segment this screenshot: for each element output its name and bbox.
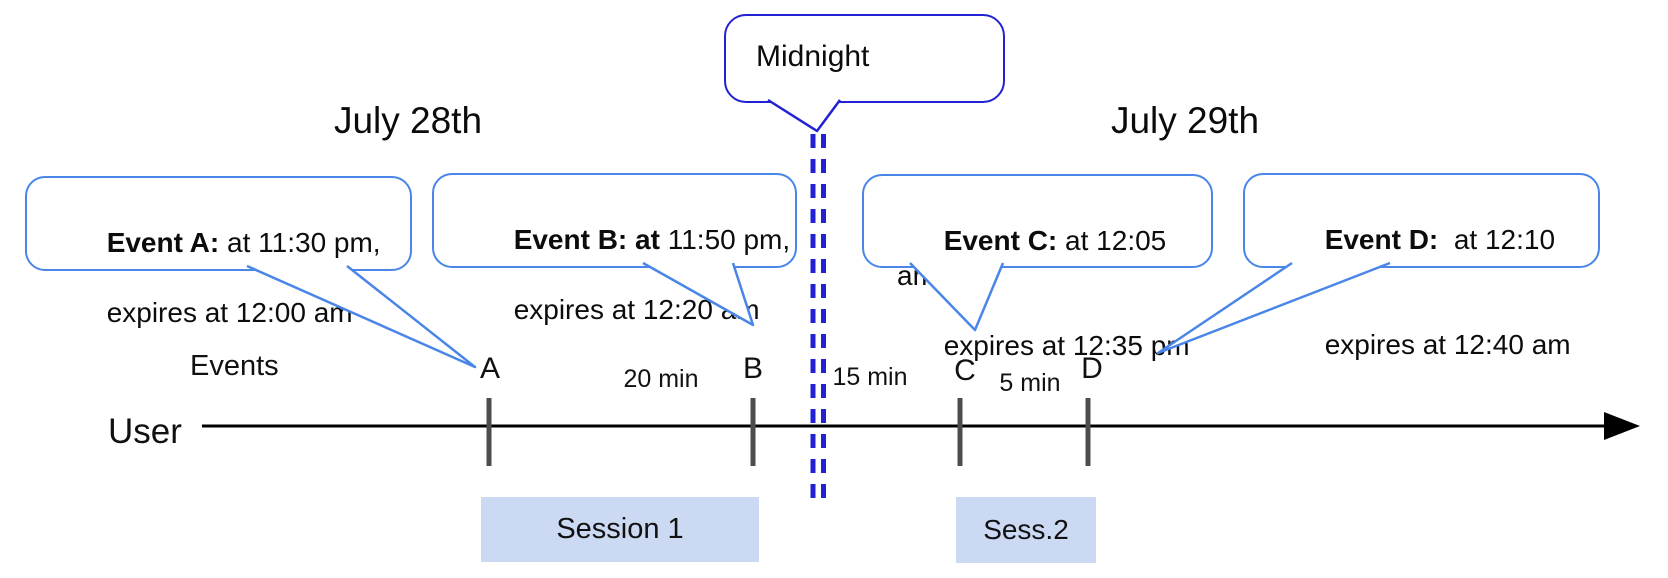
midnight-callout-tail xyxy=(767,98,842,133)
event-d-line1: Event D: at 12:10 am, xyxy=(1278,224,1563,290)
event-a-line2: expires at 12:00 am xyxy=(106,297,353,328)
event-b-line1: Event B: at 11:50 pm, xyxy=(513,224,791,255)
tick-label-c: C xyxy=(954,354,976,387)
timeline-arrowhead-icon xyxy=(1604,412,1640,440)
session-1-box: Session 1 xyxy=(481,497,759,562)
tick-label-b: B xyxy=(742,352,764,385)
event-c-callout: Event C: at 12:05 am, expires at 12:35 p… xyxy=(862,174,1213,361)
midnight-label: Midnight xyxy=(756,40,870,73)
interval-20min-label: 20 min xyxy=(623,365,699,393)
event-b-line2: expires at 12:20 am xyxy=(513,294,760,325)
session-2-box: Sess.2 xyxy=(956,497,1096,563)
event-a-line1: Event A: at 11:30 pm, xyxy=(106,227,381,258)
session-2-label: Sess.2 xyxy=(983,514,1069,545)
interval-5min-label: 5 min xyxy=(999,369,1061,397)
event-c-line1: Event C: at 12:05 am, xyxy=(897,225,1175,291)
session-1-label: Session 1 xyxy=(556,513,684,545)
event-d-callout: Event D: at 12:10 am, expires at 12:40 a… xyxy=(1243,173,1600,360)
event-a-callout: Event A: at 11:30 pm, expires at 12:00 a… xyxy=(25,176,412,328)
user-axis-label: User xyxy=(108,412,182,451)
date-title-july-29: July 29th xyxy=(1110,100,1260,141)
event-c-line2: expires at 12:35 pm xyxy=(943,330,1190,361)
event-b-callout: Event B: at 11:50 pm, expires at 12:20 a… xyxy=(432,173,797,325)
midnight-callout: Midnight xyxy=(724,14,1005,103)
tick-label-d: D xyxy=(1081,352,1103,385)
midnight-divider-dashed-line xyxy=(810,134,826,502)
date-title-july-28: July 28th xyxy=(333,100,483,141)
interval-15min-label: 15 min xyxy=(832,363,908,391)
timeline-axis xyxy=(202,412,1640,440)
event-d-line2: expires at 12:40 am xyxy=(1324,329,1571,360)
tick-label-a: A xyxy=(479,352,501,385)
